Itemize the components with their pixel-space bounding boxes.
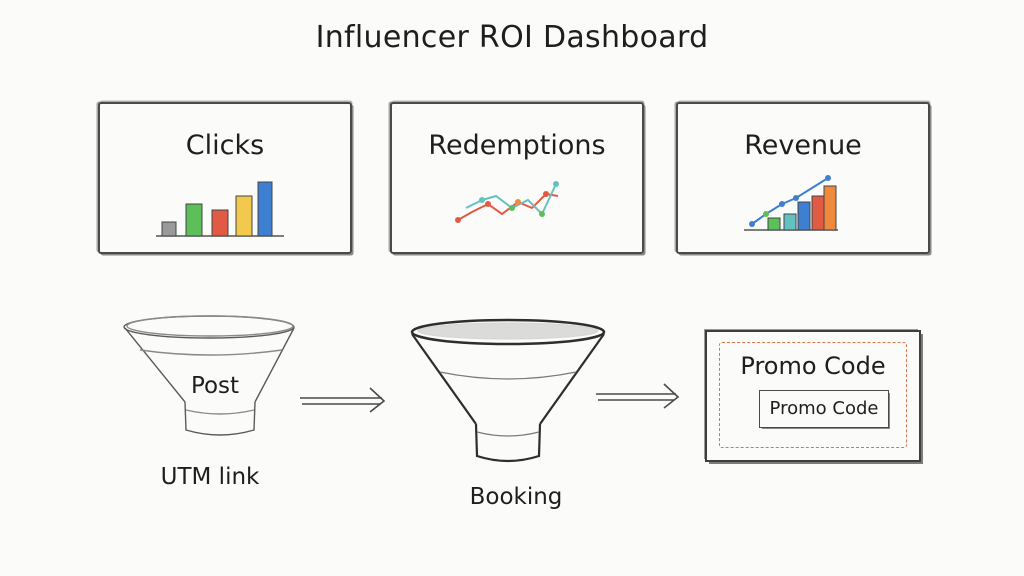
post-funnel-icon [123, 315, 295, 436]
clicks-bar-3 [211, 209, 229, 237]
clicks-bar-2 [185, 203, 203, 237]
promo-code-field[interactable]: Promo Code [759, 390, 889, 428]
arrow-2-icon [596, 383, 680, 409]
clicks-card: Clicks [98, 102, 352, 254]
clicks-bar-5 [257, 181, 273, 237]
arrow-1-icon [300, 387, 386, 413]
booking-funnel-icon [410, 318, 606, 463]
clicks-bar-1 [161, 221, 177, 237]
redemptions-label: Redemptions [428, 130, 606, 161]
clicks-bar-4 [235, 195, 253, 237]
promo-code-card: Promo Code Promo Code [705, 330, 921, 462]
revenue-label: Revenue [744, 130, 862, 161]
revenue-bar-chart-icon [744, 175, 838, 231]
redemptions-card: Redemptions [390, 102, 644, 254]
post-label: Post [190, 373, 240, 399]
booking-label: Booking [469, 484, 563, 510]
clicks-label: Clicks [185, 130, 265, 161]
redemptions-line-chart-icon [455, 181, 559, 223]
utm-link-label: UTM link [160, 464, 260, 490]
clicks-bar-chart-icon [156, 181, 284, 237]
revenue-card: Revenue [676, 102, 930, 254]
promo-dashed-border [719, 342, 907, 448]
promo-code-title: Promo Code [740, 352, 886, 380]
dashboard-title: Influencer ROI Dashboard [315, 20, 709, 55]
